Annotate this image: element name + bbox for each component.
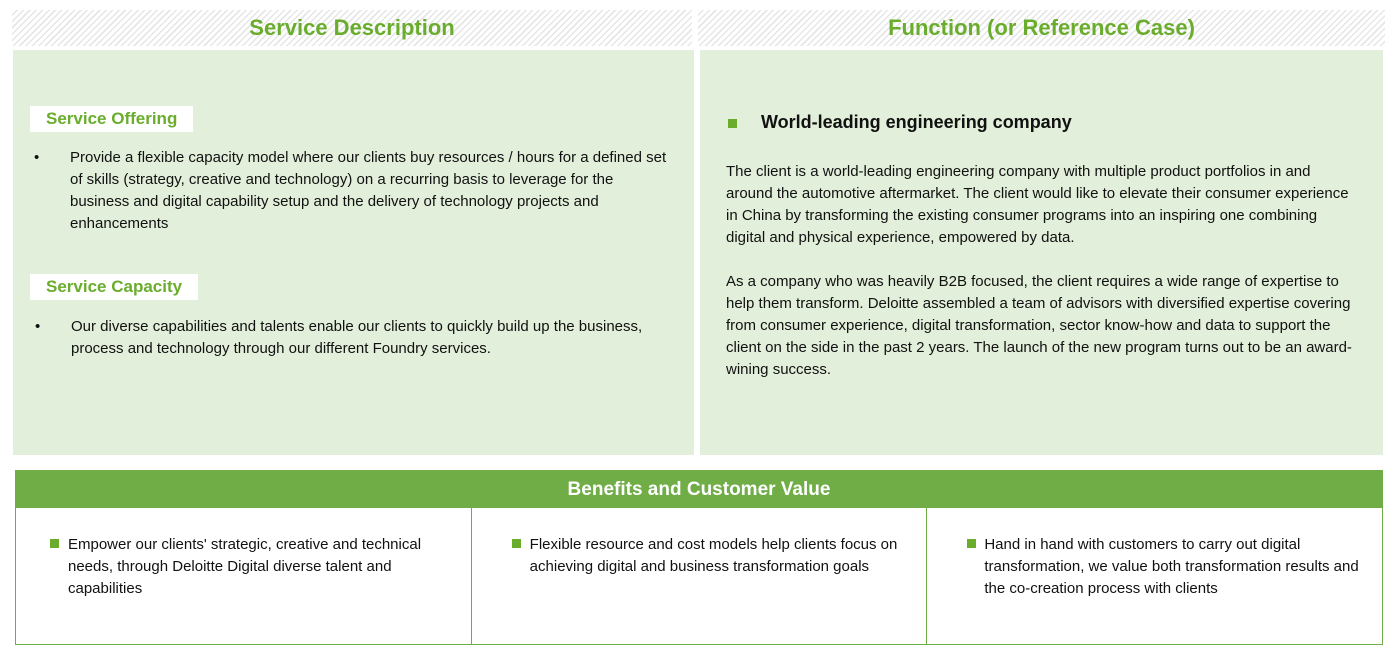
benefit-text: Hand in hand with customers to carry out… (984, 536, 1359, 597)
bullet: • (34, 149, 40, 166)
benefit-item: Empower our clients' strategic, creative… (16, 508, 472, 644)
service-capacity-label: Service Capacity (30, 274, 199, 300)
benefit-text: Flexible resource and cost models help c… (529, 536, 898, 575)
service-description-panel: Service Offering • Provide a flexible cap… (13, 50, 694, 455)
square-bullet-icon (50, 539, 59, 548)
benefit-item: Hand in hand with customers to carry out… (927, 508, 1382, 644)
service-capacity-text: • Our diverse capabilities and talents en… (35, 316, 671, 360)
reference-case-panel: World-leading engineering company The cl… (700, 50, 1383, 455)
service-offering-label: Service Offering (30, 106, 194, 132)
capacity-text: Our diverse capabilities and talents ena… (71, 318, 643, 357)
benefits-box: Benefits and Customer Value Empower our … (15, 470, 1383, 645)
benefit-text: Empower our clients' strategic, creative… (68, 536, 422, 597)
bullet: • (35, 318, 41, 335)
function-header: Function (or Reference Case) (698, 10, 1385, 46)
service-offering-text: • Provide a flexible capacity model where… (34, 147, 670, 235)
benefit-item: Flexible resource and cost models help c… (472, 508, 928, 644)
square-bullet-icon (967, 539, 977, 548)
service-description-header: Service Description (12, 10, 692, 46)
square-bullet-icon (511, 539, 521, 548)
case-paragraph-2: As a company who was heavily B2B focused… (726, 273, 1352, 378)
case-paragraph-1: The client is a world-leading engineerin… (726, 163, 1349, 246)
offering-text: Provide a flexible capacity model where … (70, 149, 667, 232)
case-title: World-leading engineering company (761, 112, 1072, 132)
square-bullet-icon (728, 119, 737, 128)
benefits-header: Benefits and Customer Value (16, 471, 1382, 508)
